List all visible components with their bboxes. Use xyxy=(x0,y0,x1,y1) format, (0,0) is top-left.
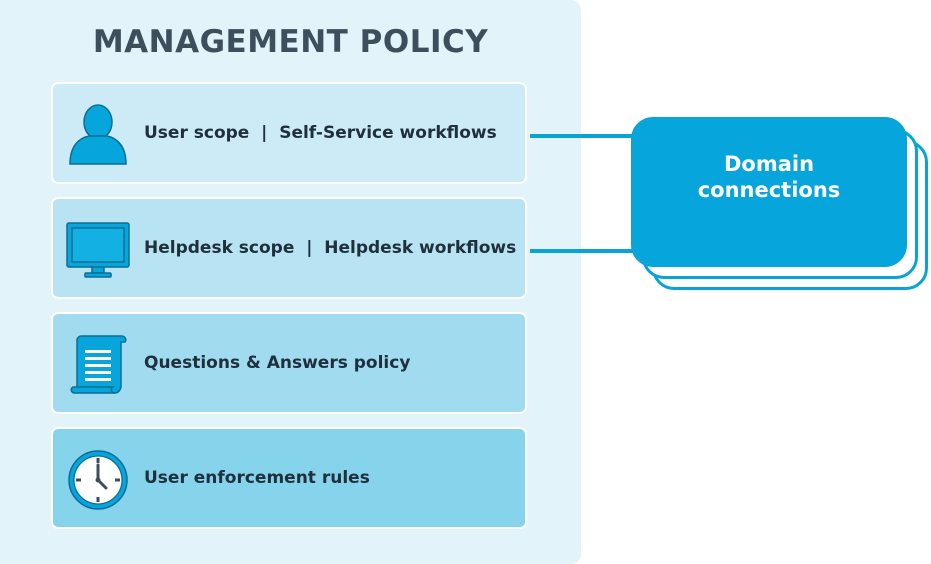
policy-item-label: Helpdesk scope | Helpdesk workflows xyxy=(144,238,517,258)
policy-item-label: Questions & Answers policy xyxy=(144,353,411,373)
policy-item-helpdesk-scope: Helpdesk scope | Helpdesk workflows xyxy=(51,197,527,299)
monitor-icon xyxy=(66,222,130,278)
policy-item-label: User enforcement rules xyxy=(144,468,370,488)
connector-line xyxy=(530,134,634,138)
clock-icon xyxy=(68,450,128,510)
management-policy-panel: MANAGEMENT POLICY User scope | Self-Serv… xyxy=(0,0,581,564)
scroll-document-icon xyxy=(70,335,127,394)
domain-connections-card: Domain connections xyxy=(631,117,907,267)
policy-item-qa-policy: Questions & Answers policy xyxy=(51,312,527,414)
policy-item-user-scope: User scope | Self-Service workflows xyxy=(51,82,527,184)
connector-line xyxy=(530,249,634,253)
user-icon xyxy=(69,104,127,165)
policy-item-enforcement-rules: User enforcement rules xyxy=(51,427,527,529)
domain-connections-label: Domain connections xyxy=(697,152,841,202)
management-policy-title: MANAGEMENT POLICY xyxy=(92,24,489,60)
policy-item-label: User scope | Self-Service workflows xyxy=(144,123,497,143)
